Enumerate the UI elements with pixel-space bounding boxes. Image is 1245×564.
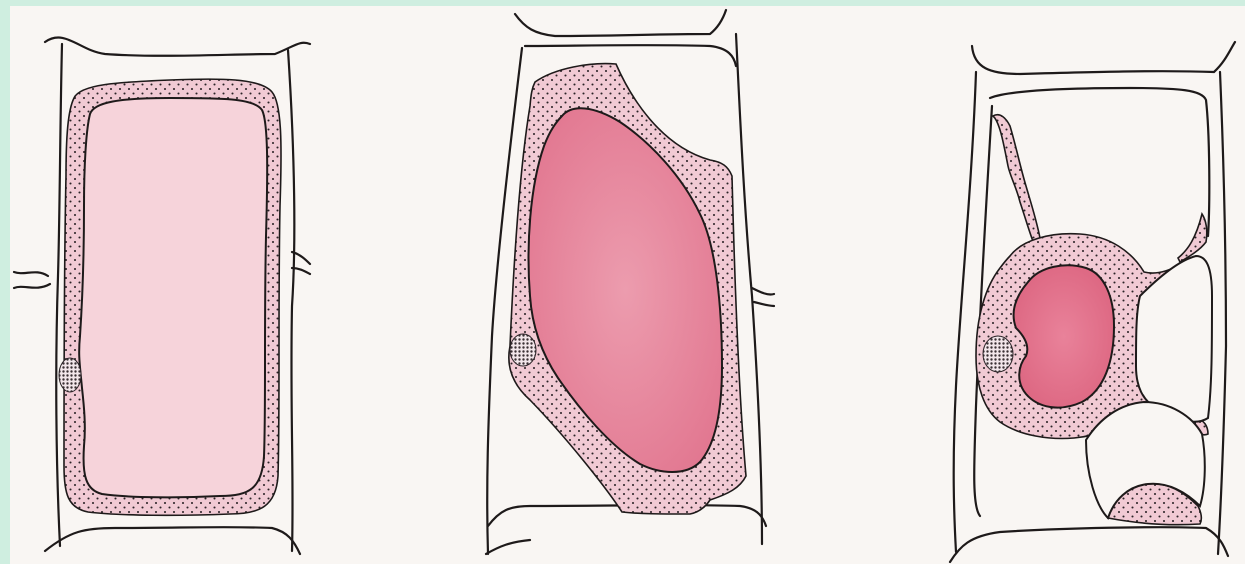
cell-1-wall-top [45, 38, 310, 56]
cell-1-nucleus [59, 358, 81, 392]
cell-3-wall-bottom [950, 527, 1228, 562]
cell-3-wall-inner-top [990, 88, 1209, 236]
cell-3-wall-left [954, 72, 976, 552]
cell-1-wall-bottom [45, 527, 300, 554]
cell-2-neighbor-wall-right [752, 288, 774, 306]
cell-2-wall-top-left [515, 10, 726, 36]
plasmolysis-diagram [10, 6, 1245, 564]
cell-1-wall-left [56, 44, 62, 546]
cell-1 [14, 38, 310, 554]
cell-1-neighbor-wall [14, 272, 50, 288]
cell-1-wall-right [288, 50, 294, 551]
cell-3 [950, 42, 1235, 562]
cell-3-nucleus [983, 336, 1013, 372]
cell-3-cytoplasm-strand-top [993, 115, 1040, 244]
cell-1-vacuole [79, 98, 267, 497]
cell-2-wall-inner-top [525, 45, 736, 66]
cell-2-wall-bottom-lower [486, 540, 530, 554]
cell-2 [486, 10, 774, 554]
cell-3-wall-right [1218, 72, 1226, 554]
cell-2-nucleus [510, 334, 536, 366]
cell-3-wall-top [972, 42, 1235, 74]
cell-3-vacuole [1014, 265, 1114, 407]
figure-canvas [10, 6, 1245, 564]
cell-3-cytoplasm-strand-right [1178, 214, 1207, 262]
